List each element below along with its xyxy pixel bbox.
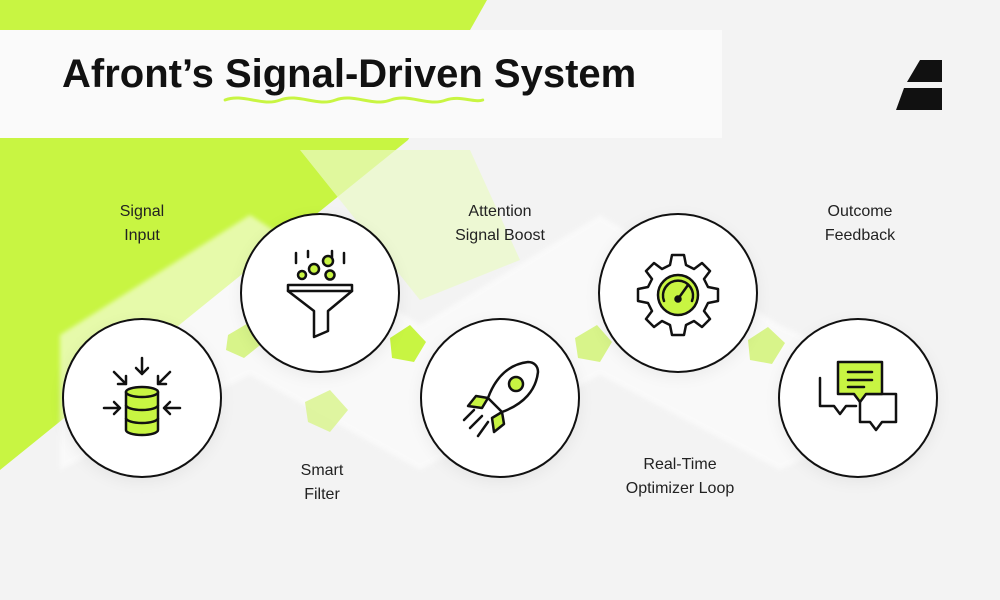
title-prefix: Afront’s bbox=[62, 52, 225, 96]
step-label-line1: Outcome bbox=[827, 203, 893, 220]
step-node-signal-input bbox=[62, 318, 222, 478]
step-label-line1: Real-Time bbox=[643, 456, 717, 473]
step-label-line2: Filter bbox=[304, 486, 340, 503]
step-label-smart-filter: Smart Filter bbox=[242, 459, 402, 507]
step-label-line2: Input bbox=[124, 227, 160, 244]
title-suffix: System bbox=[482, 52, 637, 96]
page-title: Afront’s Signal-Driven System bbox=[62, 52, 637, 104]
chat-bubbles-icon bbox=[818, 360, 898, 432]
rocket-icon bbox=[462, 360, 540, 438]
step-node-attention-signal-boost bbox=[420, 318, 580, 478]
title-highlight-text: Signal-Driven bbox=[224, 52, 483, 96]
gear-gauge-icon bbox=[636, 253, 720, 337]
database-input-icon bbox=[102, 356, 182, 437]
step-label-line1: Signal bbox=[119, 203, 165, 220]
funnel-icon bbox=[286, 249, 354, 339]
step-node-outcome-feedback bbox=[778, 318, 938, 478]
step-label-line1: Smart bbox=[300, 462, 344, 479]
step-label-attention-signal-boost: Attention Signal Boost bbox=[420, 200, 580, 248]
step-label-line2: Signal Boost bbox=[455, 227, 545, 244]
step-label-line1: Attention bbox=[468, 203, 532, 220]
step-label-line2: Feedback bbox=[824, 227, 896, 244]
afront-logo-icon bbox=[896, 60, 942, 110]
title-highlight: Signal-Driven bbox=[223, 52, 485, 104]
step-label-line2: Optimizer Loop bbox=[625, 480, 735, 497]
step-label-outcome-feedback: Outcome Feedback bbox=[780, 200, 940, 248]
step-label-real-time-optimizer-loop: Real-Time Optimizer Loop bbox=[600, 453, 760, 501]
step-label-signal-input: Signal Input bbox=[62, 200, 222, 248]
title-card bbox=[0, 30, 722, 138]
squiggle-underline-icon bbox=[223, 96, 485, 104]
step-node-real-time-optimizer-loop bbox=[598, 213, 758, 373]
step-node-smart-filter bbox=[240, 213, 400, 373]
